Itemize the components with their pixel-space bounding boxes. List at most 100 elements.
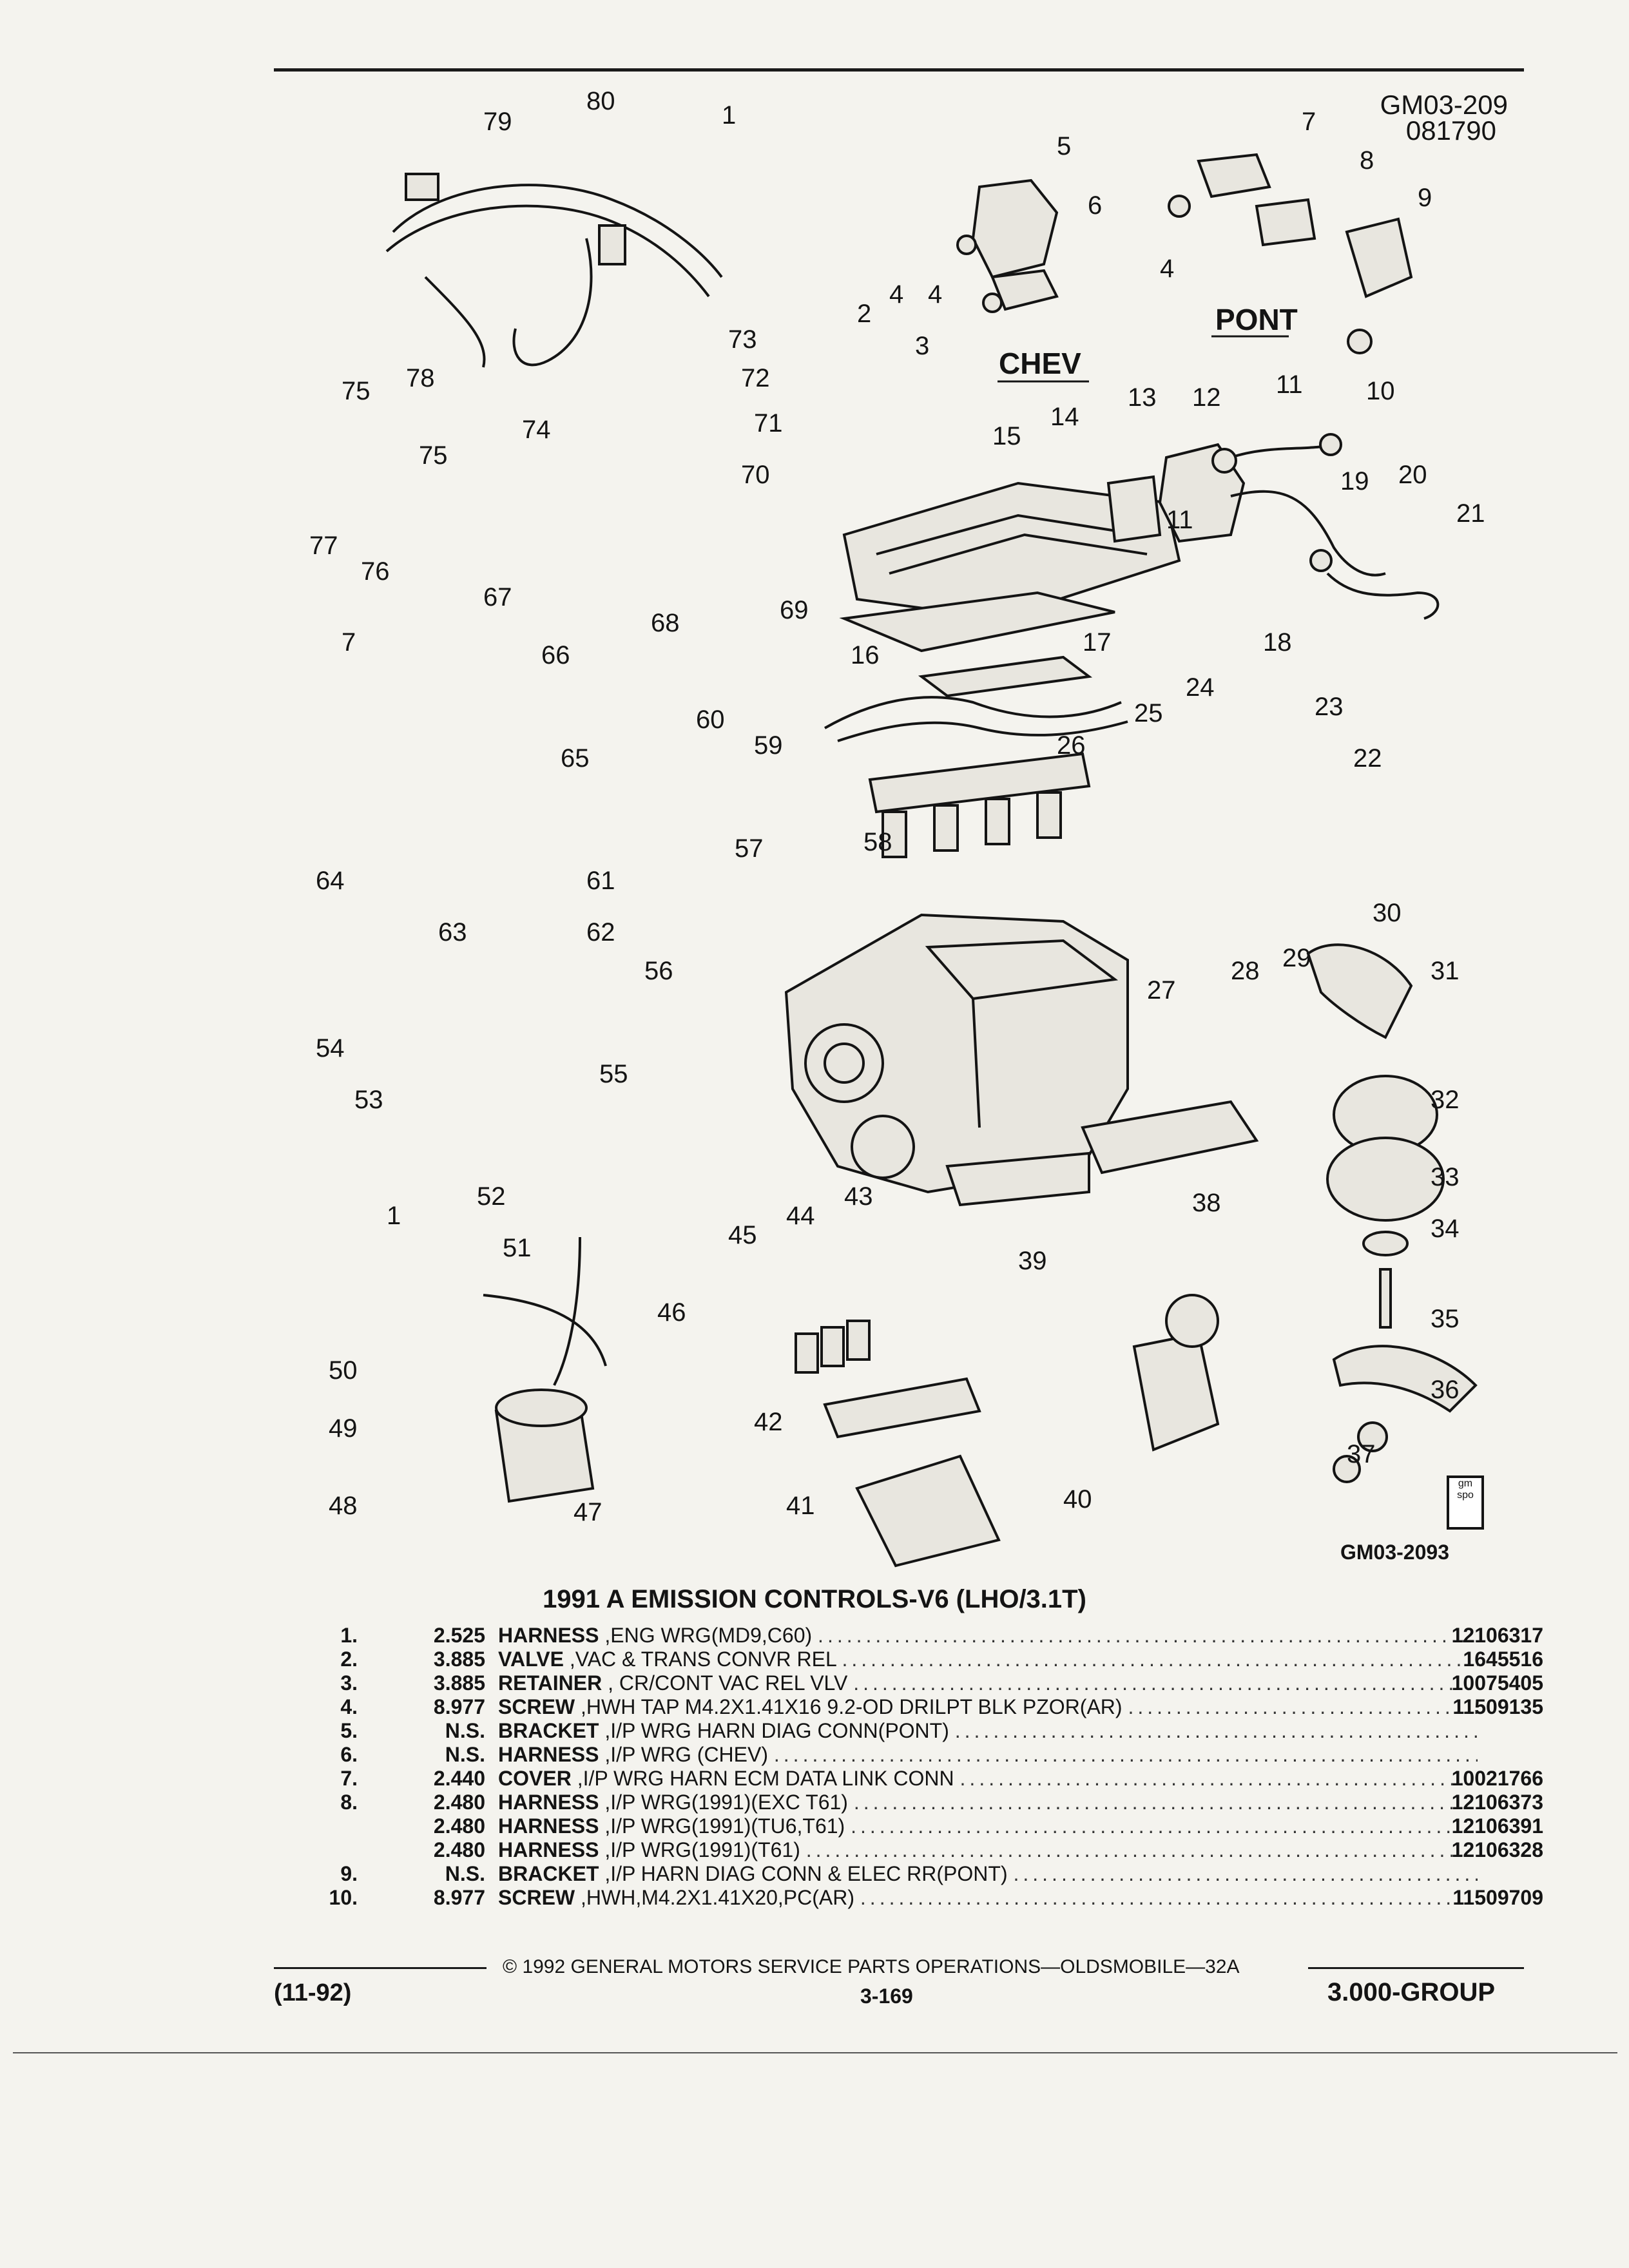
callout-19: 19 [1340,467,1369,495]
leader-dots: ........................................… [959,1767,1478,1790]
part-keyword: RETAINER [498,1671,602,1695]
footer-rule-right [1308,1967,1524,1969]
part-detail: , CR/CONT VAC REL VLV [608,1671,848,1695]
part-description: SCREW ,HWH,M4.2X1.41X20,PC(AR) .........… [498,1886,1478,1910]
part-keyword: HARNESS [498,1814,599,1838]
part-catalog-number: 1645516 [1463,1648,1543,1671]
part-number-index: 8. [340,1791,358,1814]
leader-dots: ........................................… [773,1743,1478,1766]
callout-27: 27 [1147,976,1176,1004]
pont-label: PONT [1215,303,1298,336]
page-number: 3-169 [860,1984,913,2008]
callout-6: 6 [1088,191,1102,220]
injector-harness-illustration [824,696,1128,858]
callout-16: 16 [851,641,880,669]
figure-id: GM03-2093 [1340,1541,1449,1564]
part-catalog-number: 12106328 [1451,1838,1543,1861]
page-title: 1991 A EMISSION CONTROLS-V6 (LHO/3.1T) [543,1585,1086,1613]
callout-58: 58 [863,828,892,856]
revision-date: (11-92) [274,1979,352,2006]
part-catalog-number: 12106391 [1451,1814,1543,1838]
part-group-code: N.S. [445,1743,485,1766]
part-description: HARNESS ,I/P WRG(1991)(EXC T61) ........… [498,1791,1478,1814]
part-catalog-number: 11509135 [1452,1695,1543,1718]
connector-illustration [1168,153,1413,354]
callout-80: 80 [586,87,615,115]
leader-dots: ........................................… [805,1838,1478,1861]
callout-24: 24 [1186,673,1215,702]
callout-64: 64 [316,867,345,895]
leader-dots: ........................................… [842,1648,1478,1671]
callout-55: 55 [599,1060,628,1088]
callout-48: 48 [329,1492,358,1520]
part-catalog-number: 12106373 [1451,1791,1543,1814]
callout-17: 17 [1083,628,1112,657]
callout-43: 43 [844,1182,873,1211]
part-keyword: BRACKET [498,1719,599,1742]
part-catalog-number: 12106317 [1451,1624,1543,1647]
part-group-code: 2.480 [433,1791,485,1814]
part-group-code: 3.885 [433,1648,485,1671]
callout-79: 79 [483,108,512,136]
callout-75: 75 [342,377,371,405]
engine-harness-illustration [385,173,723,368]
callout-77: 77 [309,532,338,560]
engine-mount-illustration [1306,943,1478,1483]
part-group-code: 8.977 [433,1695,485,1718]
callout-4c: 4 [889,280,903,309]
logo-line1: gm [1458,1478,1473,1489]
part-keyword: BRACKET [498,1862,599,1885]
vacuum-hose-illustration [1211,433,1440,620]
callout-18: 18 [1263,628,1292,657]
part-detail: ,I/P WRG HARN ECM DATA LINK CONN [577,1767,954,1790]
part-group-code: 3.885 [433,1671,485,1695]
callout-35: 35 [1431,1305,1460,1333]
callout-28: 28 [1231,957,1260,985]
callout-41: 41 [786,1492,815,1520]
part-description: VALVE ,VAC & TRANS CONVR REL ...........… [498,1648,1478,1671]
leader-dots: ........................................… [860,1886,1478,1909]
callout-4b: 4 [1160,255,1174,283]
part-detail: ,I/P WRG (CHEV) [604,1743,768,1766]
callout-39: 39 [1018,1247,1047,1275]
group-number: 3.000-GROUP [1327,1978,1496,2006]
callout-22: 22 [1353,744,1382,773]
callout-14: 14 [1050,403,1079,431]
bottom-rule [13,2052,1617,2053]
part-description: COVER ,I/P WRG HARN ECM DATA LINK CONN .… [498,1767,1478,1791]
callout-25: 25 [1134,699,1163,727]
part-keyword: HARNESS [498,1791,599,1814]
bracket-illustration [956,178,1059,313]
part-detail: ,HWH TAP M4.2X1.41X16 9.2-OD DRILPT BLK … [581,1695,1123,1718]
date-code: 081790 [1405,115,1496,146]
callout-51: 51 [503,1234,532,1262]
parts-row: 10. 8.977 SCREW ,HWH,M4.2X1.41X20,PC(AR) .… [293,1886,1543,1910]
part-number-index: 10. [329,1886,358,1909]
leader-dots: ........................................… [818,1624,1478,1647]
part-number-index: 6. [340,1743,358,1766]
callout-42: 42 [754,1408,783,1436]
callout-65: 65 [561,744,590,773]
callout-34: 34 [1431,1215,1460,1243]
callout-75b: 75 [419,441,448,470]
callout-26: 26 [1057,731,1086,760]
part-group-code: 2.525 [433,1624,485,1647]
logo-line2: spo [1457,1490,1474,1501]
part-keyword: HARNESS [498,1838,599,1861]
intake-plenum-illustration [839,481,1181,698]
part-detail: ,I/P WRG(1991)(TU6,T61) [604,1814,845,1838]
part-keyword: COVER [498,1767,572,1790]
callout-56: 56 [644,957,673,985]
part-number-index: 9. [340,1862,358,1885]
part-group-code: 8.977 [433,1886,485,1909]
callout-31: 31 [1431,957,1460,985]
callout-71: 71 [754,409,783,437]
callout-15: 15 [992,422,1021,450]
callout-60: 60 [696,706,725,734]
part-detail: ,ENG WRG(MD9,C60) [604,1624,813,1647]
